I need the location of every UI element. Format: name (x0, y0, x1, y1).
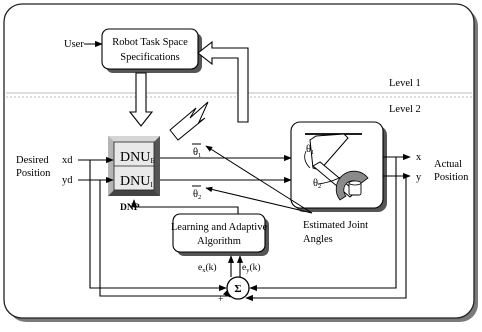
task-space-line2: Specifications (120, 52, 179, 63)
y-output-label: y (416, 172, 422, 183)
desired-position-line2: Position (16, 168, 51, 179)
level2-label: Level 2 (389, 104, 421, 115)
theta2-bar-label: θ2 (193, 189, 201, 201)
robot-to-task-feedback-arrow (197, 40, 249, 123)
task-to-dnp-arrow (128, 72, 154, 127)
robot-theta2: θ2 (313, 178, 321, 190)
xd-to-sum-line (89, 160, 227, 292)
estimated-line1: Estimated Joint (303, 220, 368, 231)
sum-node: Σ (226, 276, 250, 300)
level1-label: Level 1 (389, 78, 421, 89)
plus-sign: + (218, 295, 223, 305)
theta1-bar-label: θ1 (193, 147, 201, 159)
learning-line2: Algorithm (197, 236, 241, 247)
estimated-line2: Angles (303, 234, 333, 245)
learning-to-dnp-arrow (130, 199, 239, 214)
lightning-icon (169, 101, 209, 141)
dnp-block (108, 136, 160, 196)
robot-arm-icon (304, 133, 369, 201)
learning-box: Learning and Adaptive Algorithm (171, 213, 269, 256)
desired-position-line1: Desired (16, 155, 49, 166)
task-space-box: Robot Task Space Specifications (101, 28, 202, 73)
yd-label: yd (62, 175, 73, 186)
x-output-label: x (416, 152, 422, 163)
yd-to-sum-line (99, 180, 231, 298)
user-label: User (64, 39, 84, 50)
robot-theta1: θ1 (306, 144, 314, 156)
ey-label: ey(k) (242, 262, 261, 274)
dnu-e-label: DNUE (120, 150, 155, 165)
outer-frame (3, 3, 478, 322)
dnu-i-label: DNUI (120, 174, 153, 189)
learning-line1: Learning and Adaptive (171, 222, 268, 233)
dnp-label: DNP (120, 203, 140, 213)
actual-position-line2: Position (434, 172, 469, 183)
task-space-line1: Robot Task Space (112, 37, 188, 48)
y-to-sum-line (245, 176, 407, 302)
actual-position-line1: Actual (434, 159, 462, 170)
ex-label: ex(k) (198, 262, 217, 274)
estimated-arrow-theta2 (205, 186, 313, 214)
xd-label: xd (62, 155, 73, 166)
x-to-sum-line (249, 157, 397, 292)
sum-symbol: Σ (234, 283, 241, 295)
estimated-arrow-theta1 (205, 145, 313, 214)
